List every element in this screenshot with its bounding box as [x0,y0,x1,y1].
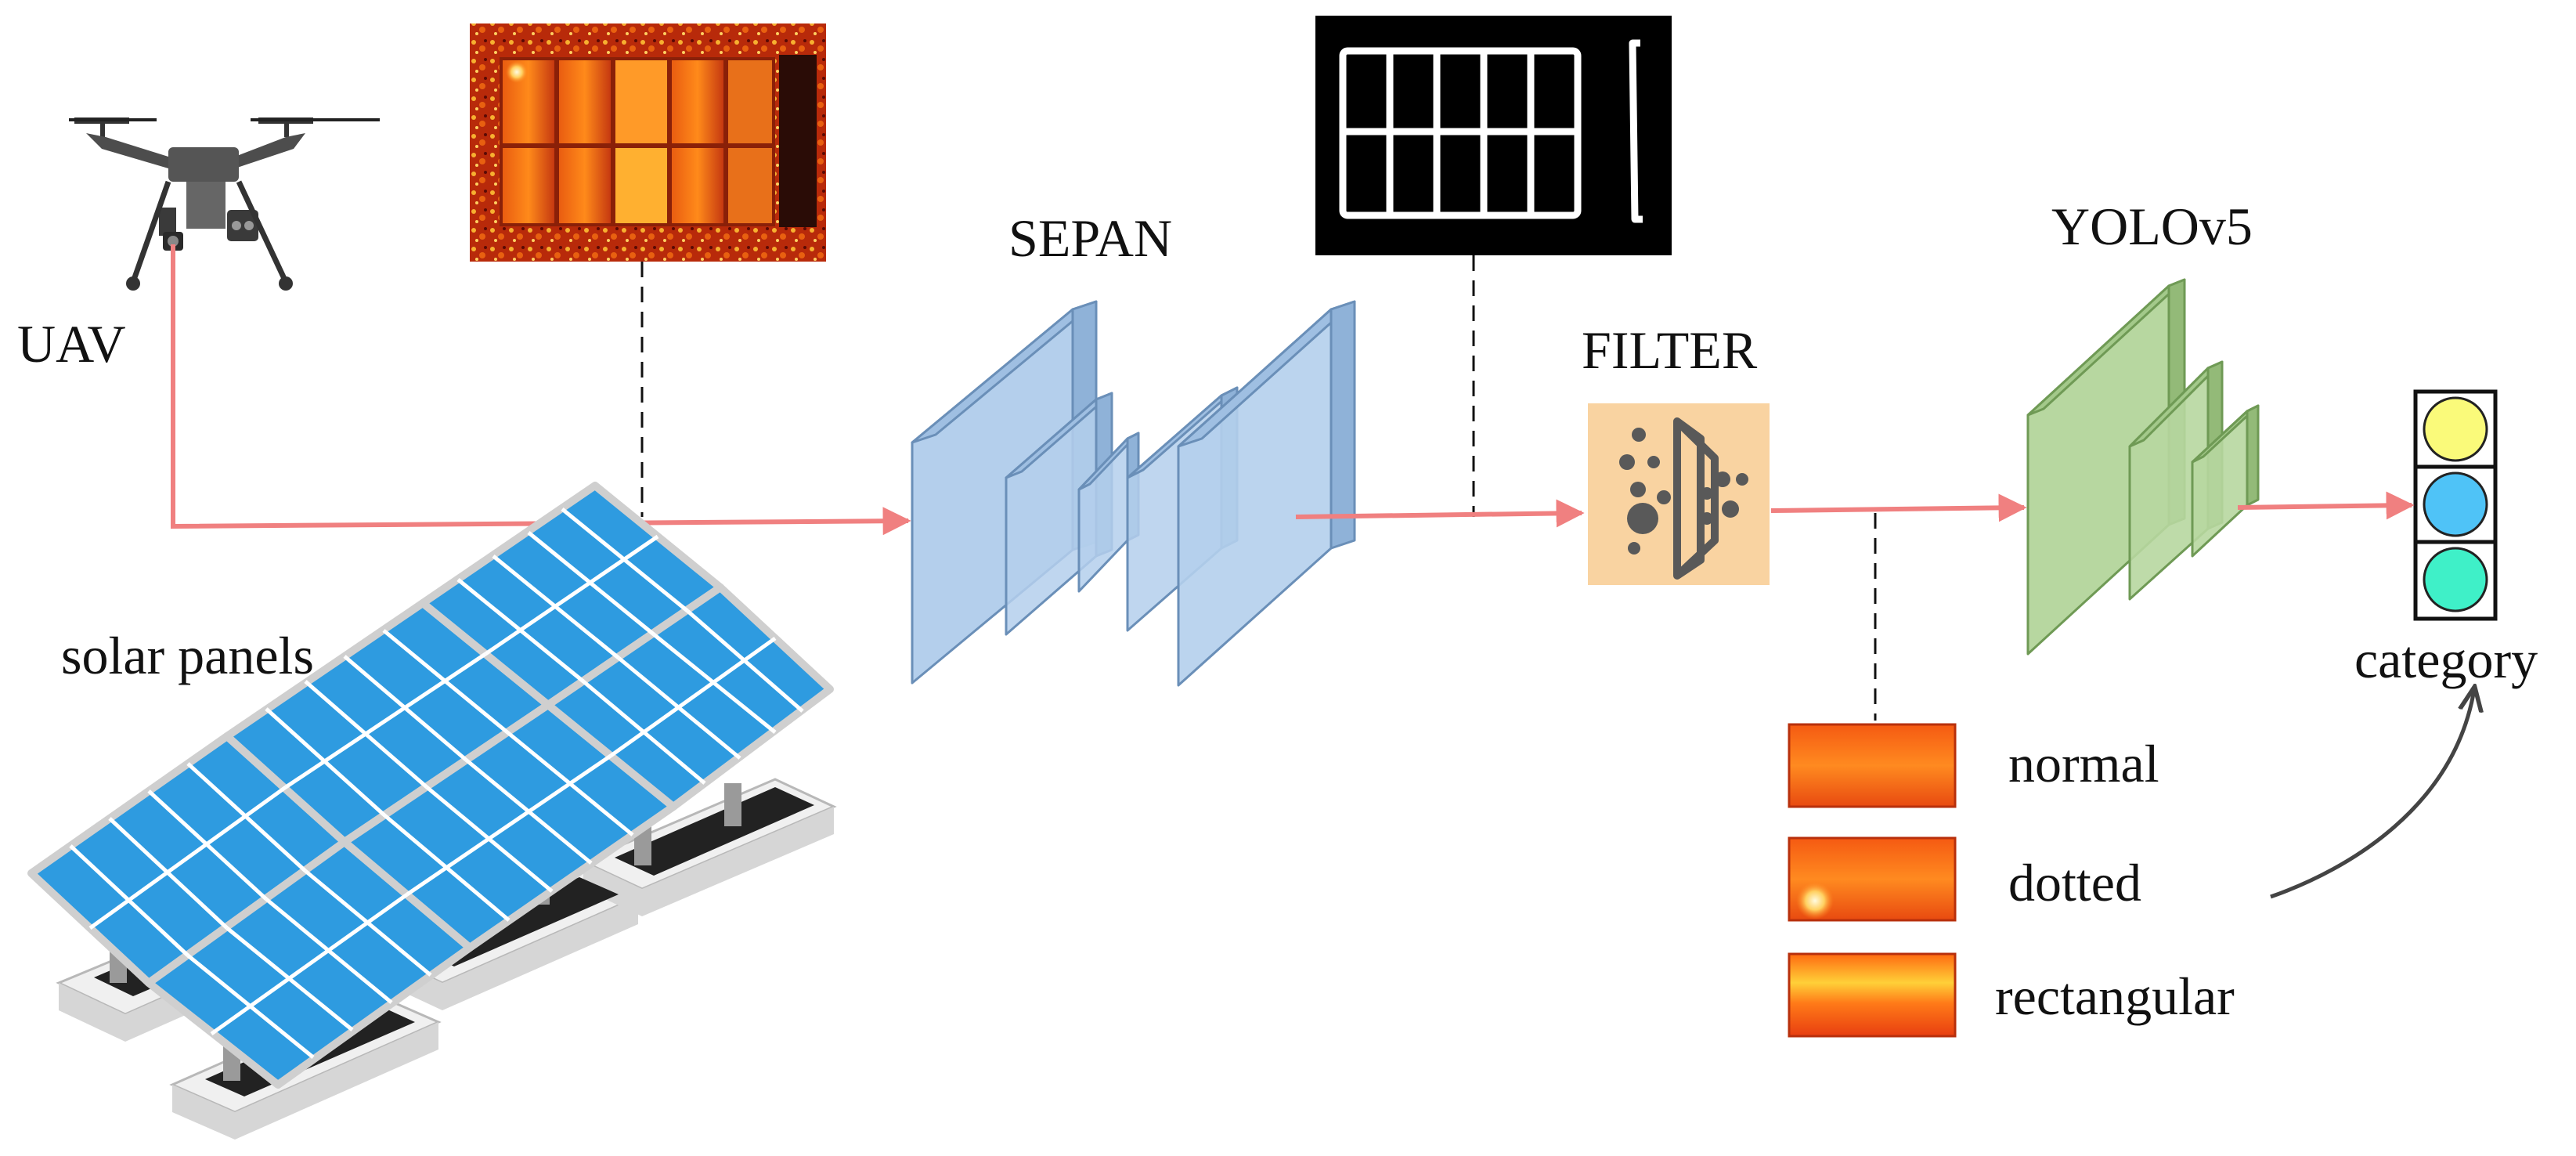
solar-panels-label: solar panels [61,626,314,685]
yolo-network-block [2026,278,2260,656]
solar-panel-array-icon [27,482,837,1140]
sepan-label: SEPAN [1008,208,1172,268]
drone-icon [69,117,380,291]
data-flow-arrows [171,244,2415,536]
category-arrow [2270,689,2474,899]
traffic-light-icon [2413,389,2498,621]
defect-sample-rectangular [1788,952,1957,1038]
defect-label-normal: normal [2008,734,2159,793]
sepan-network-block [911,300,1356,687]
thermal-input-image [470,23,826,262]
yolo-label: YOLOv5 [2051,197,2253,256]
defect-label-dotted: dotted [2008,853,2141,912]
defect-sample-normal [1788,723,1957,808]
segmentation-mask-image [1315,16,1672,255]
uav-label: UAV [17,314,126,374]
defect-sample-dotted [1788,836,1957,922]
filter-label: FILTER [1582,320,1758,380]
defect-label-rectangular: rectangular [1995,966,2235,1026]
filter-icon [1588,403,1770,585]
category-label: category [2354,630,2538,689]
